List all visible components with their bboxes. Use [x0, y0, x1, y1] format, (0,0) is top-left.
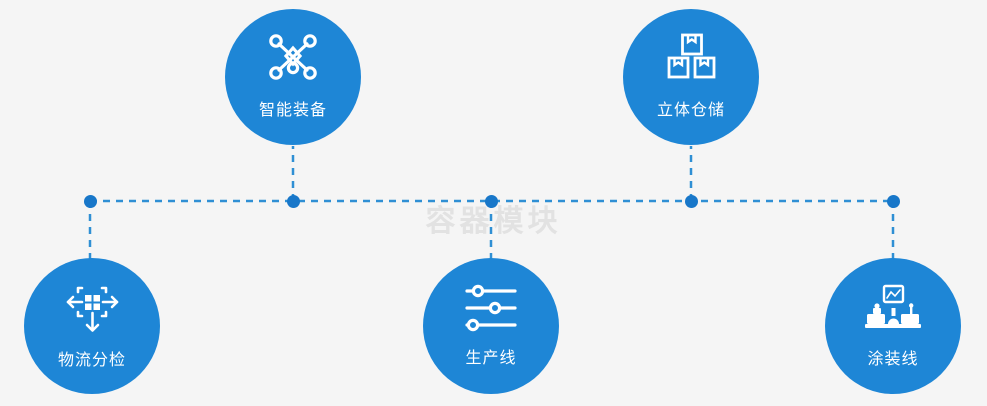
node-label-painting-line: 涂装线 — [867, 351, 919, 368]
junction-dot-painting-line[interactable] — [886, 194, 900, 208]
node-logistics-sorting[interactable]: 物流分检 — [24, 258, 160, 394]
sliders-icon — [463, 284, 519, 332]
junction-dot-production-line[interactable] — [484, 194, 498, 208]
sorting-arrows-icon — [64, 282, 120, 334]
node-label-logistics-sorting: 物流分检 — [57, 352, 126, 369]
node-production-line[interactable]: 生产线 — [423, 258, 559, 394]
junction-dot-intelligent-equipment[interactable] — [286, 194, 300, 208]
network-nodes-icon — [267, 32, 319, 82]
node-intelligent-equipment[interactable]: 智能装备 — [225, 9, 361, 145]
node-label-production-line: 生产线 — [465, 350, 517, 367]
node-painting-line[interactable]: 涂装线 — [825, 258, 961, 394]
junction-dot-logistics-sorting[interactable] — [83, 194, 97, 208]
factory-machine-icon — [862, 283, 924, 333]
node-stereoscopic-warehouse[interactable]: 立体仓储 — [623, 9, 759, 145]
node-label-stereoscopic-warehouse: 立体仓储 — [656, 102, 725, 119]
junction-dot-stereoscopic-warehouse[interactable] — [684, 194, 698, 208]
node-label-intelligent-equipment: 智能装备 — [258, 102, 327, 119]
stacked-boxes-icon — [665, 32, 717, 82]
